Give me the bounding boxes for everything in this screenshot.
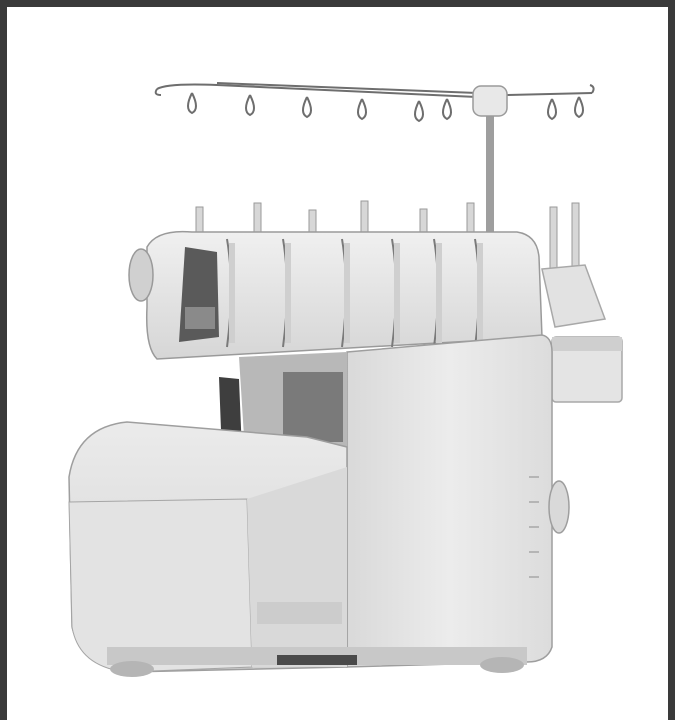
front-cover (346, 334, 553, 668)
machine-foot (110, 661, 154, 677)
serger-machine-photo (68, 82, 623, 677)
spool-pins (195, 200, 580, 278)
side-knob (548, 480, 570, 534)
thread-stand-knob (472, 85, 508, 117)
handwheel-cap (128, 248, 154, 302)
front-cover-markings (529, 476, 539, 578)
thread-stand-pole (486, 107, 494, 237)
thread-guide-bar (154, 82, 595, 98)
bed-front-face (68, 498, 253, 673)
thread-hooks (187, 92, 584, 123)
side-thread-holder (541, 264, 607, 328)
